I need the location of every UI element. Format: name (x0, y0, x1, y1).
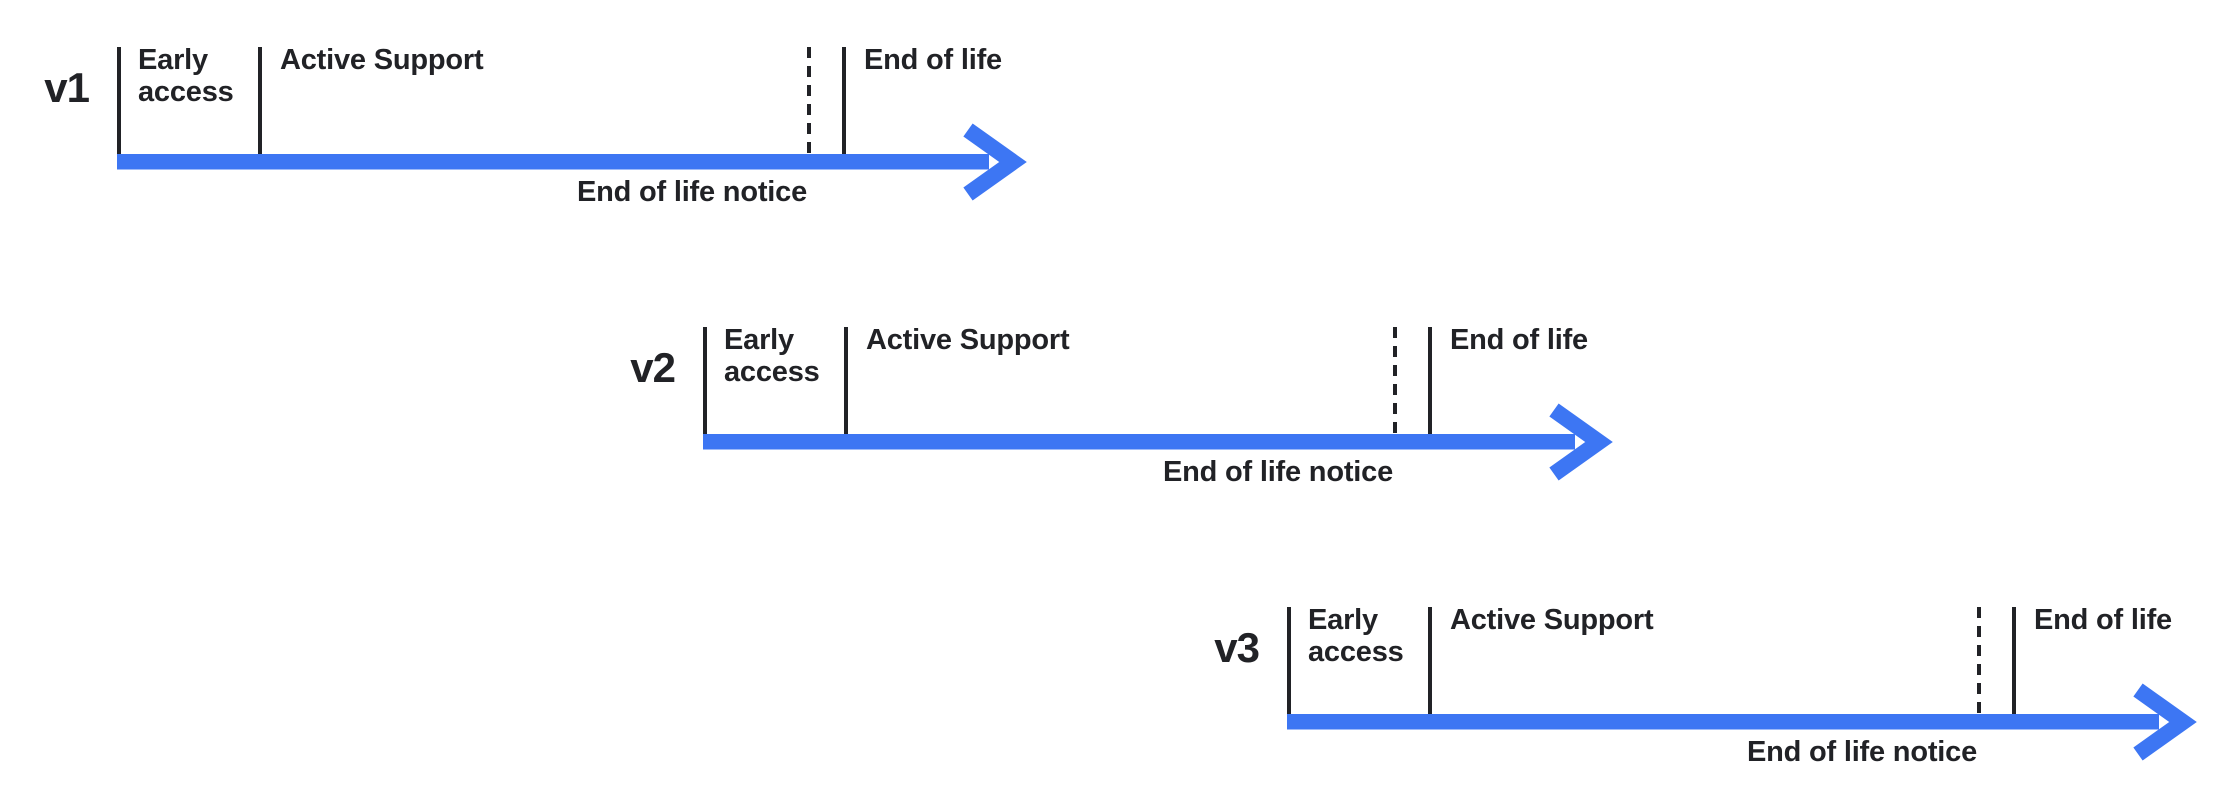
active-support-start-tick (258, 47, 262, 155)
end-of-life-notice-dashed-line (1977, 607, 1981, 715)
version-label: v2 (630, 344, 676, 391)
end-of-life-label: End of life (1450, 324, 1588, 356)
early-access-start-tick (1287, 607, 1291, 715)
active-support-label: Active Support (1450, 604, 1654, 636)
version-label: v1 (44, 64, 90, 111)
end-of-life-tick (1428, 327, 1432, 435)
version-label: v3 (1214, 624, 1260, 671)
early-access-label: Early access (724, 324, 820, 388)
active-support-start-tick (1428, 607, 1432, 715)
end-of-life-notice-dashed-line (1393, 327, 1397, 435)
end-of-life-label: End of life (2034, 604, 2172, 636)
early-access-start-tick (703, 327, 707, 435)
end-of-life-notice-label: End of life notice (1162, 456, 1393, 488)
timeline-row-v1: v1 Early access Active Support End of li… (44, 44, 1239, 227)
end-of-life-notice-label: End of life notice (1746, 736, 1977, 768)
end-of-life-tick (842, 47, 846, 155)
arrow-shaft (1287, 714, 2159, 730)
active-support-start-tick (844, 327, 848, 435)
arrow-shaft (117, 154, 989, 170)
active-support-label: Active Support (280, 44, 484, 76)
early-access-start-tick (117, 47, 121, 155)
end-of-life-notice-label: End of life notice (576, 176, 807, 208)
arrow-head-icon (963, 123, 1027, 201)
timeline-arrow (1287, 683, 2197, 761)
arrow-head-icon (2133, 683, 2197, 761)
timeline-arrow (703, 403, 1613, 481)
active-support-label: Active Support (866, 324, 1070, 356)
end-of-life-notice-dashed-line (807, 47, 811, 155)
timeline-row-v2: v2 Early access Active Support End of li… (630, 324, 1825, 507)
timeline-row-v3: v3 Early access Active Support End of li… (1214, 604, 2228, 787)
arrow-head-icon (1549, 403, 1613, 481)
arrow-shaft (703, 434, 1575, 450)
timeline-arrow (117, 123, 1027, 201)
end-of-life-label: End of life (864, 44, 1002, 76)
early-access-label: Early access (138, 44, 234, 108)
end-of-life-tick (2012, 607, 2016, 715)
early-access-label: Early access (1308, 604, 1404, 668)
